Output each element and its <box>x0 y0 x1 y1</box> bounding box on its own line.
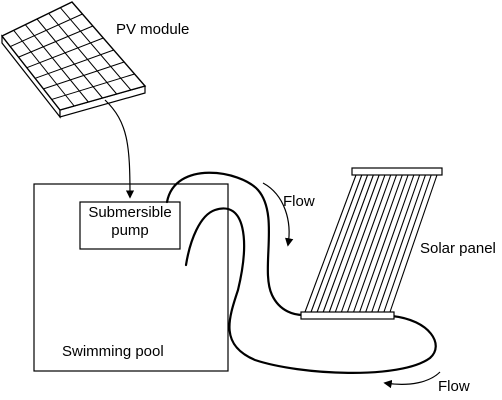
solar-tube <box>310 174 363 313</box>
pv-grid-line <box>24 24 89 103</box>
pv-grid-line <box>48 13 118 95</box>
solar-panel-top-header <box>351 167 443 176</box>
flow-label-bottom: Flow <box>438 378 470 395</box>
swimming-pool-label: Swimming pool <box>62 343 164 360</box>
flow-arrow-bottom <box>383 371 441 389</box>
solar-tube <box>383 174 432 313</box>
solar-panel-tubes <box>304 174 438 313</box>
pv-grid-line <box>13 30 75 107</box>
solar-tube <box>334 174 386 313</box>
solar-tube <box>328 174 380 313</box>
solar-tube <box>316 174 369 313</box>
solar-panel-bottom-header <box>300 311 395 320</box>
solar-tube <box>377 174 426 313</box>
solar-tube <box>340 174 392 313</box>
solar-panel-label: Solar panel <box>420 240 496 257</box>
solar-tube <box>304 174 357 313</box>
solar-tube <box>371 174 421 313</box>
submersible-pump <box>79 201 181 250</box>
pv-module <box>0 1 147 119</box>
solar-tube <box>346 174 398 313</box>
solar-tube <box>353 174 403 313</box>
power-cable <box>104 99 135 199</box>
return-hose <box>184 207 437 374</box>
solar-tube <box>359 174 409 313</box>
pump-label-line-2: pump <box>111 222 149 239</box>
pv-module-cell-grid <box>10 7 135 107</box>
pump-label: Submersible pump <box>80 204 180 240</box>
pv-grid-line <box>36 18 103 99</box>
solar-tube <box>389 174 438 313</box>
solar-panel <box>300 167 443 320</box>
supply-hose <box>165 171 305 317</box>
pump-label-line-1: Submersible <box>88 204 172 221</box>
solar-tube <box>365 174 415 313</box>
pv-grid-line <box>59 7 132 91</box>
pv-module-label: PV module <box>116 21 190 38</box>
flow-arrow-top <box>262 182 294 247</box>
solar-tube <box>322 174 374 313</box>
flow-label-top: Flow <box>283 193 315 210</box>
swimming-pool <box>33 183 229 372</box>
